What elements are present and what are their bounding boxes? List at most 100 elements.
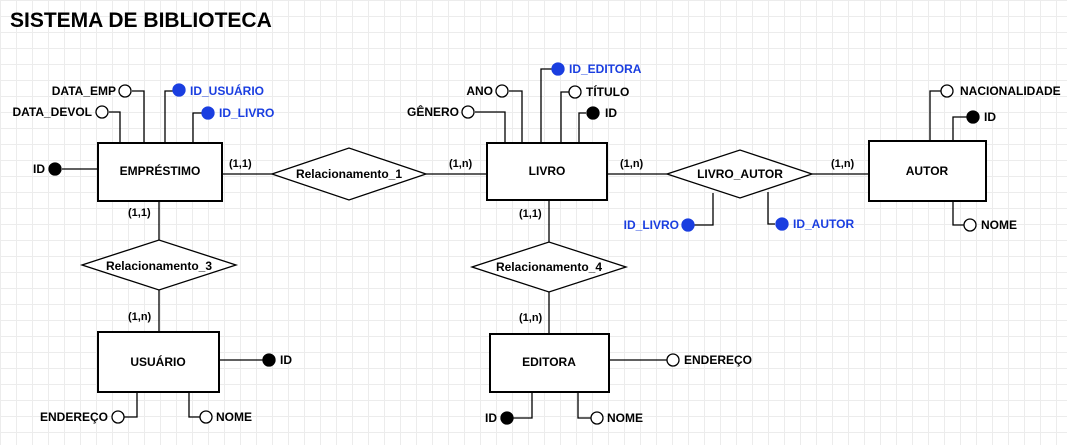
attribute-connectors	[62, 68, 967, 419]
primary-key-dot-icon	[966, 110, 980, 124]
attribute-livro-id-editora[interactable]: ID_EDITORA	[551, 62, 642, 76]
attribute-editora-endereco[interactable]: ENDEREÇO	[666, 353, 752, 367]
attribute-usuario-id[interactable]: ID	[262, 353, 292, 367]
attribute-circle-icon	[495, 84, 509, 98]
relationship-diamond	[269, 147, 429, 201]
relationship-label: Relacionamento_3	[106, 259, 212, 273]
entity-label: EMPRÉSTIMO	[120, 163, 201, 178]
attribute-circle-icon	[199, 410, 213, 424]
attribute-label: ID	[33, 162, 45, 176]
attribute-label: ID	[485, 411, 497, 425]
attribute-label: ENDEREÇO	[684, 353, 752, 367]
attribute-emprestimo-data-emp[interactable]: DATA_EMP	[52, 84, 132, 98]
foreign-key-dot-icon	[201, 106, 215, 120]
attribute-label: ANO	[466, 84, 493, 98]
foreign-key-dot-icon	[551, 62, 565, 76]
attribute-livro-genero[interactable]: GÊNERO	[407, 104, 475, 119]
cardinality-emprestimo-rel1: (1,1)	[229, 158, 252, 170]
attribute-livro-autor-id-livro[interactable]: ID_LIVRO	[624, 218, 695, 232]
relationship-diamond	[469, 241, 629, 293]
entity-livro[interactable]: LIVRO	[486, 142, 608, 201]
attribute-label: ID_EDITORA	[569, 62, 642, 76]
attribute-livro-titulo[interactable]: TÍTULO	[568, 84, 629, 99]
entity-emprestimo[interactable]: EMPRÉSTIMO	[97, 142, 223, 202]
attribute-autor-id[interactable]: ID	[966, 110, 996, 124]
attribute-label: TÍTULO	[586, 84, 629, 99]
attribute-circle-icon	[963, 218, 977, 232]
attribute-autor-nome[interactable]: NOME	[963, 218, 1017, 232]
attribute-autor-nacionalidade[interactable]: NACIONALIDADE	[940, 84, 1061, 98]
attribute-livro-autor-id-autor[interactable]: ID_AUTOR	[775, 217, 854, 231]
primary-key-dot-icon	[500, 411, 514, 425]
relationship-relacionamento-1[interactable]: Relacionamento_1	[269, 147, 429, 201]
attribute-usuario-nome[interactable]: NOME	[199, 410, 252, 424]
attribute-emprestimo-id-livro[interactable]: ID_LIVRO	[201, 106, 274, 120]
entity-editora[interactable]: EDITORA	[489, 333, 610, 393]
relationship-label: Relacionamento_4	[496, 260, 602, 274]
entity-box	[97, 331, 220, 393]
attribute-editora-nome[interactable]: NOME	[590, 411, 643, 425]
attribute-label: NOME	[216, 410, 252, 424]
attribute-circle-icon	[568, 85, 582, 99]
relationship-diamond	[664, 149, 815, 199]
attribute-label: ID_LIVRO	[624, 218, 679, 232]
relationship-relacionamento-4[interactable]: Relacionamento_4	[469, 241, 629, 293]
attribute-label: ID_AUTOR	[793, 217, 854, 231]
entity-label: LIVRO	[529, 164, 566, 178]
attribute-label: ID	[280, 353, 292, 367]
attribute-label: DATA_EMP	[52, 84, 116, 98]
attribute-label: NOME	[607, 411, 643, 425]
attribute-livro-id[interactable]: ID	[586, 106, 617, 120]
cardinality-emprestimo-rel3: (1,1)	[128, 207, 151, 219]
entity-box	[97, 142, 223, 202]
cardinality-editora-rel4: (1,n)	[519, 312, 543, 324]
attribute-livro-ano[interactable]: ANO	[466, 84, 509, 98]
connection-lines	[158, 173, 869, 334]
relationship-label: LIVRO_AUTOR	[697, 167, 783, 181]
relationship-diamond	[79, 239, 239, 291]
attribute-label: GÊNERO	[407, 104, 459, 119]
attribute-emprestimo-data-devol[interactable]: DATA_DEVOL	[12, 105, 109, 119]
primary-key-dot-icon	[586, 106, 600, 120]
attribute-label: DATA_DEVOL	[12, 105, 92, 119]
primary-key-dot-icon	[48, 162, 62, 176]
relationship-label: Relacionamento_1	[296, 167, 402, 181]
attribute-circle-icon	[461, 105, 475, 119]
entity-label: AUTOR	[906, 164, 949, 178]
attribute-circle-icon	[118, 84, 132, 98]
cardinality-usuario-rel3: (1,n)	[128, 311, 152, 323]
attribute-circle-icon	[590, 411, 604, 425]
cardinality-livro-rel1: (1,n)	[449, 158, 473, 170]
attribute-label: ENDEREÇO	[40, 410, 108, 424]
attribute-emprestimo-id-usuario[interactable]: ID_USUÁRIO	[172, 83, 264, 98]
diagram-title: SISTEMA DE BIBLIOTECA	[10, 9, 272, 32]
attribute-label: NOME	[981, 218, 1017, 232]
entity-label: USUÁRIO	[130, 354, 185, 369]
relationship-relacionamento-3[interactable]: Relacionamento_3	[79, 239, 239, 291]
attribute-circle-icon	[111, 410, 125, 424]
entity-box	[486, 142, 608, 201]
attribute-label: ID	[984, 110, 996, 124]
relationship-livro-autor[interactable]: LIVRO_AUTOR	[664, 149, 815, 199]
attribute-circle-icon	[95, 105, 109, 119]
cardinality-autor-livro-autor: (1,n)	[831, 158, 855, 170]
entity-box	[489, 333, 610, 393]
attribute-editora-id[interactable]: ID	[485, 411, 514, 425]
attribute-circle-icon	[666, 353, 680, 367]
entity-usuario[interactable]: USUÁRIO	[97, 331, 220, 393]
entity-label: EDITORA	[522, 355, 576, 369]
attribute-circle-icon	[940, 84, 954, 98]
foreign-key-dot-icon	[775, 217, 789, 231]
cardinality-livro-livro-autor: (1,n)	[620, 158, 644, 170]
entity-autor[interactable]: AUTOR	[868, 140, 987, 202]
attribute-usuario-endereco[interactable]: ENDEREÇO	[40, 410, 125, 424]
attribute-label: ID_USUÁRIO	[190, 83, 264, 98]
entity-box	[868, 140, 987, 202]
cardinality-livro-rel4: (1,1)	[519, 208, 542, 220]
primary-key-dot-icon	[262, 353, 276, 367]
attribute-emprestimo-id[interactable]: ID	[33, 162, 62, 176]
foreign-key-dot-icon	[681, 218, 695, 232]
foreign-key-dot-icon	[172, 83, 186, 97]
attribute-label: ID_LIVRO	[219, 106, 274, 120]
